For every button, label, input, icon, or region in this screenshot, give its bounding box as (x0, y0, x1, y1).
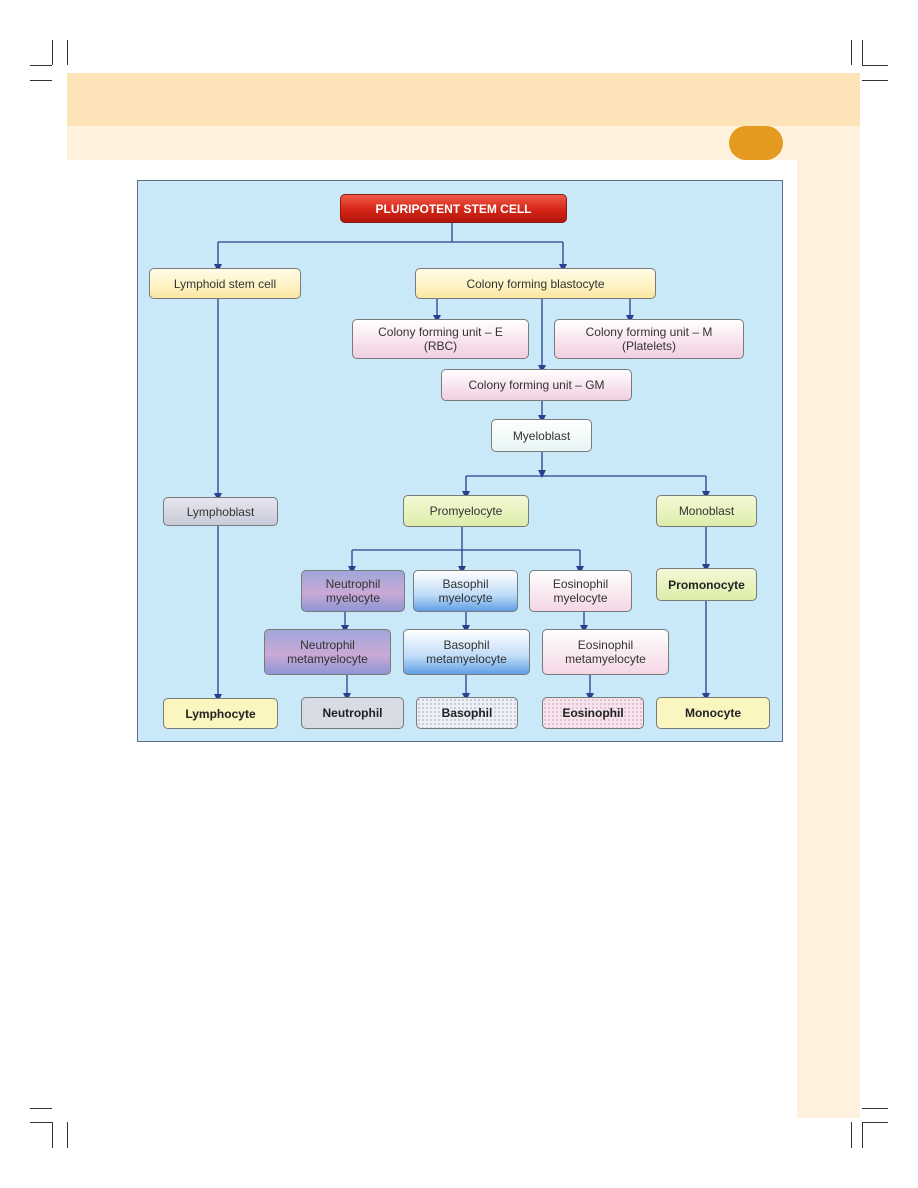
node-cfu-m: Colony forming unit – M (Platelets) (554, 319, 744, 359)
node-eosinophil-metamyelocyte: Eosinophil metamyelocyte (542, 629, 669, 675)
node-basophil: Basophil (416, 697, 518, 729)
node-eosinophil: Eosinophil (542, 697, 644, 729)
crop-mark (30, 65, 52, 66)
node-cfu-gm: Colony forming unit – GM (441, 369, 632, 401)
header-band (67, 73, 860, 126)
node-monoblast: Monoblast (656, 495, 757, 527)
crop-mark (67, 40, 68, 65)
chapter-badge (729, 126, 783, 160)
crop-mark (30, 1108, 52, 1109)
crop-mark (851, 1122, 852, 1148)
crop-mark (862, 1122, 863, 1148)
side-strip (797, 160, 860, 1118)
node-basophil-myelocyte: Basophil myelocyte (413, 570, 518, 612)
crop-mark (862, 1108, 888, 1109)
crop-mark (30, 1122, 52, 1123)
node-eosinophil-myelocyte: Eosinophil myelocyte (529, 570, 632, 612)
crop-mark (30, 80, 52, 81)
node-cfu-e: Colony forming unit – E (RBC) (352, 319, 529, 359)
node-promyelocyte: Promyelocyte (403, 495, 529, 527)
node-lymphocyte: Lymphocyte (163, 698, 278, 729)
crop-mark (862, 65, 888, 66)
crop-mark (52, 40, 53, 65)
node-lymphoblast: Lymphoblast (163, 497, 278, 526)
node-neutrophil-myelocyte: Neutrophil myelocyte (301, 570, 405, 612)
node-basophil-metamyelocyte: Basophil metamyelocyte (403, 629, 530, 675)
crop-mark (67, 1122, 68, 1148)
node-lymphoid-stem-cell: Lymphoid stem cell (149, 268, 301, 299)
node-monocyte: Monocyte (656, 697, 770, 729)
crop-mark (862, 40, 863, 65)
node-myeloblast: Myeloblast (491, 419, 592, 452)
crop-mark (52, 1122, 53, 1148)
node-neutrophil: Neutrophil (301, 697, 404, 729)
subheader-band (67, 126, 860, 160)
node-pluripotent-stem-cell: PLURIPOTENT STEM CELL (340, 194, 567, 223)
crop-mark (862, 1122, 888, 1123)
node-neutrophil-metamyelocyte: Neutrophil metamyelocyte (264, 629, 391, 675)
crop-mark (851, 40, 852, 65)
node-colony-forming-blastocyte: Colony forming blastocyte (415, 268, 656, 299)
node-promonocyte: Promonocyte (656, 568, 757, 601)
crop-mark (862, 80, 888, 81)
